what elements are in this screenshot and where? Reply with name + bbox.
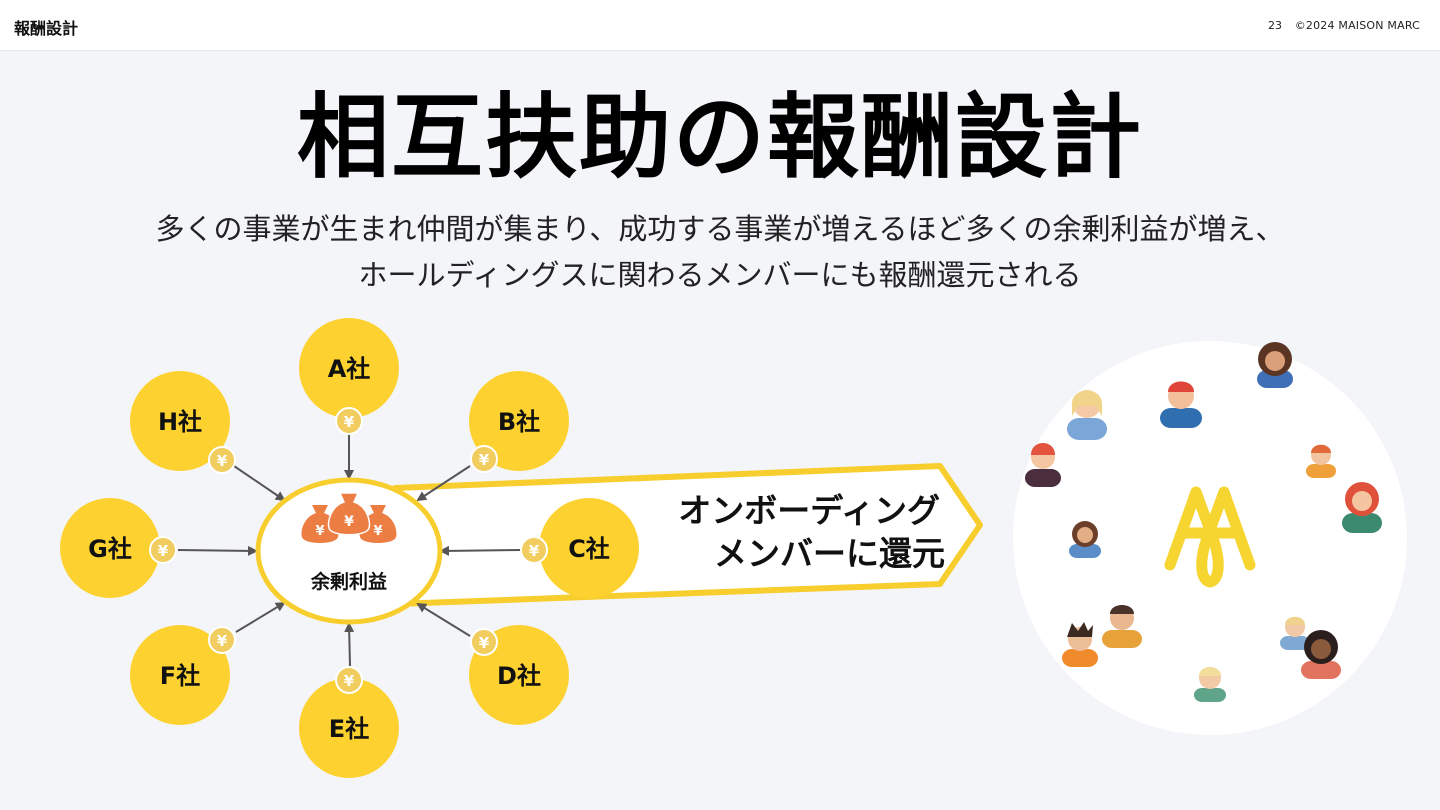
coin-d: ¥ [470, 628, 498, 656]
subtitle: 多くの事業が生まれ仲間が集まり、成功する事業が増えるほど多くの余剰利益が増え、 … [0, 206, 1440, 298]
coin-e: ¥ [335, 666, 363, 694]
coin-h: ¥ [208, 446, 236, 474]
company-node-a: A社 [299, 318, 399, 418]
page-number: 23 [1268, 19, 1282, 32]
coin-symbol: ¥ [529, 542, 540, 560]
company-node-e: E社 [299, 678, 399, 778]
member-avatar [1062, 622, 1098, 667]
section-label: 報酬設計 [14, 19, 79, 38]
company-label-f: F社 [160, 662, 200, 690]
coin-symbol: ¥ [479, 451, 490, 469]
company-label-d: D社 [497, 662, 541, 690]
svg-text:¥: ¥ [373, 524, 382, 539]
company-node-f: F社 [130, 625, 230, 725]
arrow-f [235, 601, 286, 633]
arrow-d [416, 602, 471, 637]
surplus-ellipse [255, 477, 443, 625]
coin-g: ¥ [149, 536, 177, 564]
member-community [1013, 341, 1407, 735]
coin-a: ¥ [335, 407, 363, 435]
surplus-label: 余剰利益 [310, 570, 387, 593]
arrow-g [177, 545, 258, 556]
member-avatars [1025, 342, 1382, 702]
member-avatar [1067, 390, 1107, 440]
top-bar: 報酬設計 23 ©2024 MAISON MARC [0, 0, 1440, 51]
banner-line-2: メンバーに還元 [714, 534, 945, 573]
member-avatar [1280, 616, 1310, 650]
member-avatar [1160, 381, 1202, 428]
svg-text:¥: ¥ [344, 514, 354, 530]
company-label-c: C社 [568, 535, 610, 563]
coin-c: ¥ [520, 536, 548, 564]
member-avatar [1102, 605, 1142, 648]
banner-line-1: オンボーディング [678, 491, 940, 530]
coin-symbol: ¥ [479, 634, 490, 652]
money-bags-icon: ¥ ¥ ¥ [301, 492, 397, 543]
page-title: 相互扶助の報酬設計 [296, 84, 1143, 191]
company-node-b: B社 [469, 371, 569, 471]
coin-symbol: ¥ [158, 542, 169, 560]
surplus-profit-node: ¥ ¥ ¥ 余剰利益 [255, 477, 443, 625]
member-avatar [1301, 630, 1341, 679]
arrow-b [416, 465, 471, 502]
coin-symbol: ¥ [217, 632, 228, 650]
company-label-g: G社 [88, 535, 132, 563]
coin-b: ¥ [470, 445, 498, 473]
subtitle-line-2: ホールディングスに関わるメンバーにも報酬還元される [358, 258, 1082, 292]
return-banner: オンボーディング メンバーに還元 [392, 463, 983, 607]
member-avatar [1025, 443, 1061, 487]
yen-coins: ¥ ¥ ¥ ¥ ¥ ¥ ¥ ¥ [149, 407, 548, 694]
company-label-b: B社 [498, 408, 540, 436]
member-avatar [1257, 342, 1293, 388]
coin-symbol: ¥ [344, 672, 355, 690]
subtitle-line-1: 多くの事業が生まれ仲間が集まり、成功する事業が増えるほど多くの余剰利益が増え、 [155, 212, 1285, 246]
maison-marc-logo [1164, 486, 1256, 588]
company-label-h: H社 [158, 408, 202, 436]
arrow-c [439, 545, 522, 556]
company-label-e: E社 [329, 715, 369, 743]
arrow-e [344, 622, 355, 667]
company-label-a: A社 [328, 355, 371, 383]
member-avatar [1194, 667, 1226, 702]
coin-symbol: ¥ [217, 452, 228, 470]
company-node-h: H社 [130, 371, 230, 471]
arrow-h [233, 465, 286, 502]
copyright: ©2024 MAISON MARC [1294, 19, 1420, 32]
svg-text:¥: ¥ [315, 524, 324, 539]
member-avatar [1069, 521, 1101, 558]
flow-arrows [177, 432, 522, 667]
member-avatar [1342, 482, 1382, 533]
company-node-g: G社 [60, 498, 160, 598]
company-node-c: C社 [539, 498, 639, 598]
coin-symbol: ¥ [344, 413, 355, 431]
coin-f: ¥ [208, 626, 236, 654]
member-avatar [1306, 444, 1336, 478]
